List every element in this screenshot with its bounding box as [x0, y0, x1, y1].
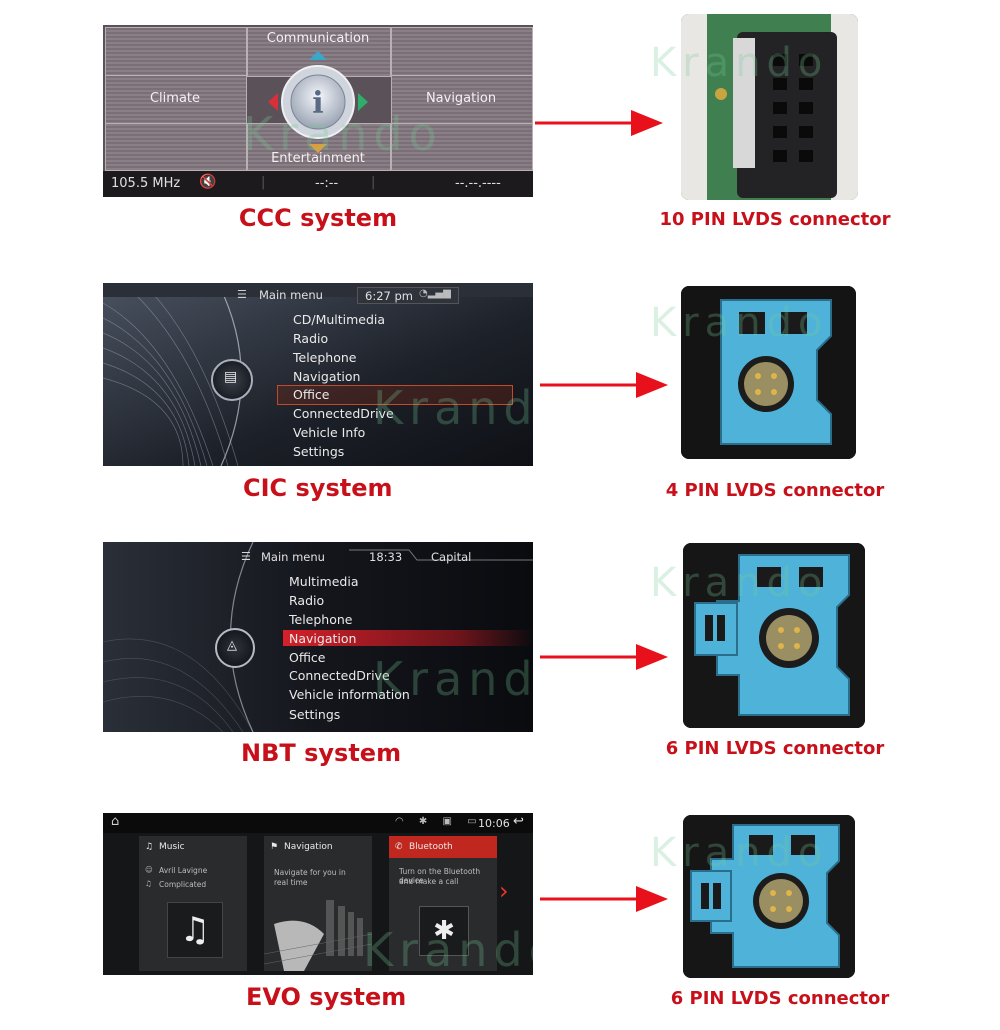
photo-6pin-connector-evo: [683, 815, 855, 978]
cic-screen: ☰ Main menu 6:27 pm ◔▂▄▆ ▤ CD/Multimedia…: [103, 283, 533, 466]
ccc-label-climate: Climate: [149, 91, 201, 106]
caption-cic: CIC system: [243, 474, 393, 502]
back-icon[interactable]: ↩: [513, 814, 524, 829]
ccc-label-communication: Communication: [266, 31, 370, 46]
nbt-background-graphic: [103, 542, 533, 732]
cic-time: 6:27 pm: [365, 289, 413, 303]
ccc-screen: Communication Climate Navigation Enterta…: [103, 25, 533, 197]
signal-icon: ◔▂▄▆: [419, 288, 451, 299]
bluetooth-icon: ✱: [419, 906, 469, 956]
nbt-screen: ☰ Main menu 18:33 Capital ◬ Multimedia R…: [103, 542, 533, 732]
evo-bt-line1: Turn on the Bluetooth device: [399, 867, 481, 885]
cic-item-navigation[interactable]: Navigation: [293, 369, 361, 384]
office-icon: ▤: [224, 369, 238, 385]
ccc-status-date: --.--.----: [455, 176, 501, 191]
nbt-item-radio[interactable]: Radio: [289, 593, 325, 608]
cic-item-vehicle-info[interactable]: Vehicle Info: [293, 425, 366, 440]
cic-status-box: [357, 287, 459, 304]
evo-nav-line2: real time: [274, 878, 308, 887]
ccc-divider-1: |: [261, 175, 266, 190]
music-album-icon: ♫: [167, 902, 223, 958]
nbt-item-settings[interactable]: Settings: [289, 707, 341, 722]
nbt-item-telephone[interactable]: Telephone: [289, 612, 353, 627]
ccc-tile-top-right: [391, 27, 533, 77]
nbt-item-office[interactable]: Office: [289, 650, 326, 665]
ccc-tile-climate[interactable]: [105, 75, 247, 125]
cic-item-radio[interactable]: Radio: [293, 331, 329, 346]
evo-bt-line2: and make a call: [399, 877, 459, 886]
arrow-ccc: [535, 110, 663, 136]
menu-icon: ☰: [237, 288, 247, 301]
arrow-evo: [540, 886, 668, 912]
cic-background-graphic: [103, 283, 533, 466]
nbt-controller-knob[interactable]: [215, 628, 255, 668]
home-icon[interactable]: ⌂: [111, 814, 120, 829]
photo-6pin-connector-nbt: [683, 543, 865, 728]
ccc-frequency: 105.5 MHz: [111, 176, 181, 191]
ccc-label-entertainment: Entertainment: [271, 151, 365, 166]
nbt-item-connecteddrive[interactable]: ConnectedDrive: [289, 668, 390, 683]
music-note-icon: ♫: [145, 842, 154, 852]
cic-header: Main menu: [259, 288, 323, 302]
ccc-tile-top-left: [105, 27, 247, 77]
caption-evo: EVO system: [246, 983, 407, 1011]
arrow-cic: [540, 372, 668, 398]
evo-card-bluetooth[interactable]: ✆ Bluetooth Turn on the Bluetooth device…: [389, 836, 497, 971]
cic-controller-knob[interactable]: [211, 359, 253, 401]
evo-card-music-title: ♫ Music: [139, 836, 247, 858]
ccc-controller-icon[interactable]: i: [248, 47, 388, 157]
evo-card-music[interactable]: ♫ Music Avril Lavigne ☺ Complicated ♫ ♫: [139, 836, 247, 971]
nbt-time: 18:33: [369, 550, 403, 564]
evo-card-bluetooth-title: ✆ Bluetooth: [389, 836, 497, 858]
cic-item-settings[interactable]: Settings: [293, 444, 345, 459]
cic-item-connecteddrive[interactable]: ConnectedDrive: [293, 406, 394, 421]
cic-item-office[interactable]: Office: [293, 387, 330, 402]
phone-icon: ✆: [395, 842, 403, 852]
evo-status-icons: ◠ ✱ ▣ ▭: [395, 816, 483, 827]
caption-6pin-nbt: 6 PIN LVDS connector: [665, 738, 885, 759]
music-small-icon: ♫: [145, 879, 152, 888]
speaker-mute-icon: 🔇: [199, 174, 217, 190]
evo-music-artist: Avril Lavigne: [159, 866, 208, 875]
person-icon: ☺: [145, 865, 153, 874]
ccc-status-time: --:--: [315, 176, 339, 191]
navigation-icon: ◬: [227, 638, 237, 653]
evo-nav-map-graphic: [264, 894, 372, 971]
evo-card-navigation-title: ⚑ Navigation: [264, 836, 372, 858]
caption-ccc: CCC system: [238, 204, 398, 232]
evo-screen: ⌂ ◠ ✱ ▣ ▭ 10:06 ↩ ♫ Music Avril Lavigne …: [103, 813, 533, 975]
svg-text:i: i: [312, 86, 323, 121]
caption-nbt: NBT system: [241, 739, 402, 767]
nbt-header: Main menu: [261, 550, 325, 564]
cic-item-telephone[interactable]: Telephone: [293, 350, 357, 365]
nbt-item-vehicle-information[interactable]: Vehicle information: [289, 687, 410, 702]
nbt-location: Capital: [431, 550, 472, 564]
evo-music-song: Complicated: [159, 880, 207, 889]
ccc-divider-2: |: [371, 175, 376, 190]
ccc-status-bar: 105.5 MHz 🔇 | --:-- | --.--.----: [103, 171, 533, 197]
ccc-tile-bottom-left: [105, 123, 247, 171]
cic-item-cd-multimedia[interactable]: CD/Multimedia: [293, 312, 386, 327]
nbt-item-multimedia[interactable]: Multimedia: [289, 574, 359, 589]
ccc-tile-bottom-right: [391, 123, 533, 171]
nbt-item-navigation[interactable]: Navigation: [289, 631, 357, 646]
caption-10pin: 10 PIN LVDS connector: [659, 209, 891, 230]
photo-4pin-connector: [681, 286, 856, 459]
caption-4pin: 4 PIN LVDS connector: [665, 480, 885, 501]
next-page-chevron-icon[interactable]: ›: [499, 877, 509, 905]
evo-card-navigation[interactable]: ⚑ Navigation Navigate for you in real ti…: [264, 836, 372, 971]
evo-nav-line1: Navigate for you in: [274, 868, 346, 877]
evo-status-bar: [103, 813, 533, 833]
cic-selection-highlight: [277, 385, 513, 405]
evo-time: 10:06: [478, 817, 510, 830]
arrow-nbt: [540, 644, 668, 670]
menu-icon: ☰: [241, 550, 251, 563]
caption-6pin-evo: 6 PIN LVDS connector: [670, 988, 890, 1009]
flag-icon: ⚑: [270, 842, 279, 852]
photo-10pin-connector: [681, 14, 858, 200]
ccc-label-navigation: Navigation: [425, 91, 497, 106]
